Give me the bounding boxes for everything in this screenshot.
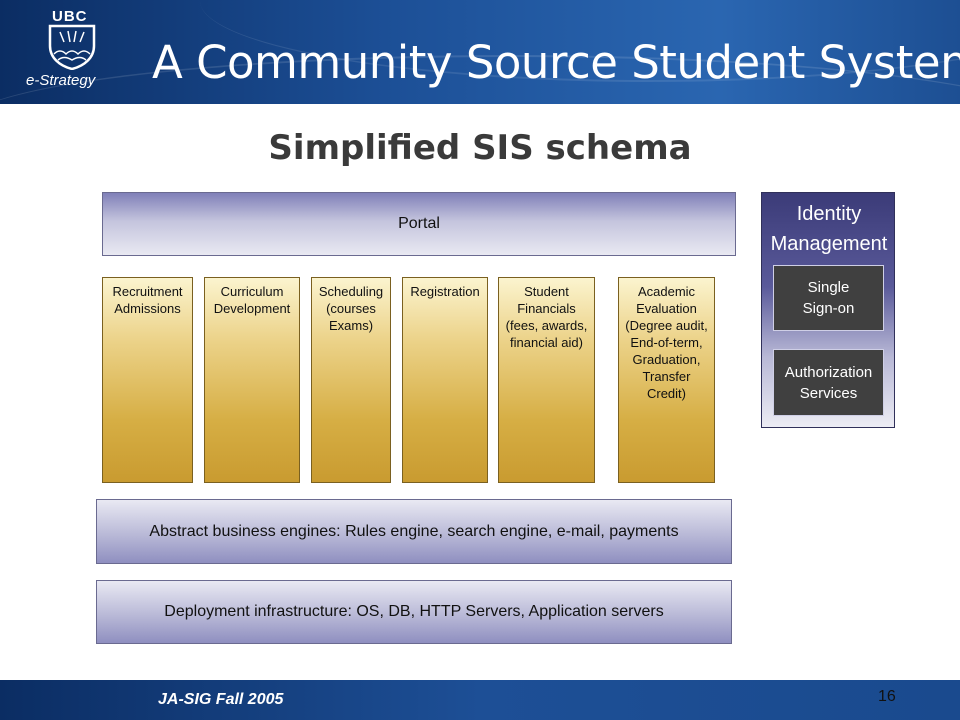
module-curriculum: Curriculum Development [204,277,300,483]
module-recruitment: Recruitment Admissions [102,277,193,483]
module-line: Exams) [328,318,374,333]
module-line: Scheduling [318,284,384,299]
module-academic-evaluation: Academic Evaluation (Degree audit, End-o… [618,277,715,483]
identity-title-line: Management [770,233,888,255]
header-wave-decoration [200,0,960,82]
module-line: (courses [326,301,376,316]
module-line: (fees, awards, [505,318,588,333]
logo-estrategy-text: e-Strategy [26,72,96,89]
module-line: Registration [410,284,480,299]
slide-title: Simplified SIS schema [268,128,692,168]
page-number: 16 [878,688,896,705]
module-line: Transfer [642,369,691,384]
module-line: Curriculum [220,284,284,299]
module-line: Financials [517,301,576,316]
header-banner: UBC e-Strategy A Community Source Studen… [0,0,960,104]
module-line: Evaluation [636,301,697,316]
crest-icon [48,24,96,70]
module-line: Credit) [646,386,686,401]
module-line: Academic [637,284,696,299]
sso-line: Sign-on [802,300,855,317]
module-line: financial aid) [510,335,583,350]
module-scheduling: Scheduling (courses Exams) [311,277,391,483]
module-line: Graduation, [632,352,701,367]
authorization-services-box: Authorization Services [773,349,884,416]
logo-ubc-text: UBC [52,8,88,25]
module-line: Admissions [114,301,181,316]
deployment-infrastructure-label: Deployment infrastructure: OS, DB, HTTP … [164,603,664,620]
identity-management-box: Identity Management Single Sign-on Autho… [761,192,895,428]
footer-text: JA-SIG Fall 2005 [158,691,284,708]
module-line: Development [213,301,291,316]
business-engines-box: Abstract business engines: Rules engine,… [96,499,732,564]
module-line: Student [524,284,569,299]
module-line: (Degree audit, [625,318,708,333]
single-sign-on-box: Single Sign-on [773,265,884,331]
header-title: A Community Source Student System [152,36,960,89]
business-engines-label: Abstract business engines: Rules engine,… [149,522,679,540]
deployment-infrastructure-box: Deployment infrastructure: OS, DB, HTTP … [96,580,732,644]
module-registration: Registration [402,277,488,483]
auth-line: Authorization [784,363,873,381]
sso-line: Single [807,279,850,296]
identity-management-title: Identity Management [762,199,896,259]
footer-banner: JA-SIG Fall 2005 [0,680,960,720]
module-line: End-of-term, [630,335,703,350]
portal-label: Portal [398,215,440,232]
portal-box: Portal [102,192,736,256]
module-student-financials: Student Financials (fees, awards, financ… [498,277,595,483]
auth-line: Services [799,384,858,402]
module-line: Recruitment [112,284,183,299]
ubc-logo: UBC e-Strategy [24,6,124,98]
identity-title-line: Identity [796,203,862,225]
